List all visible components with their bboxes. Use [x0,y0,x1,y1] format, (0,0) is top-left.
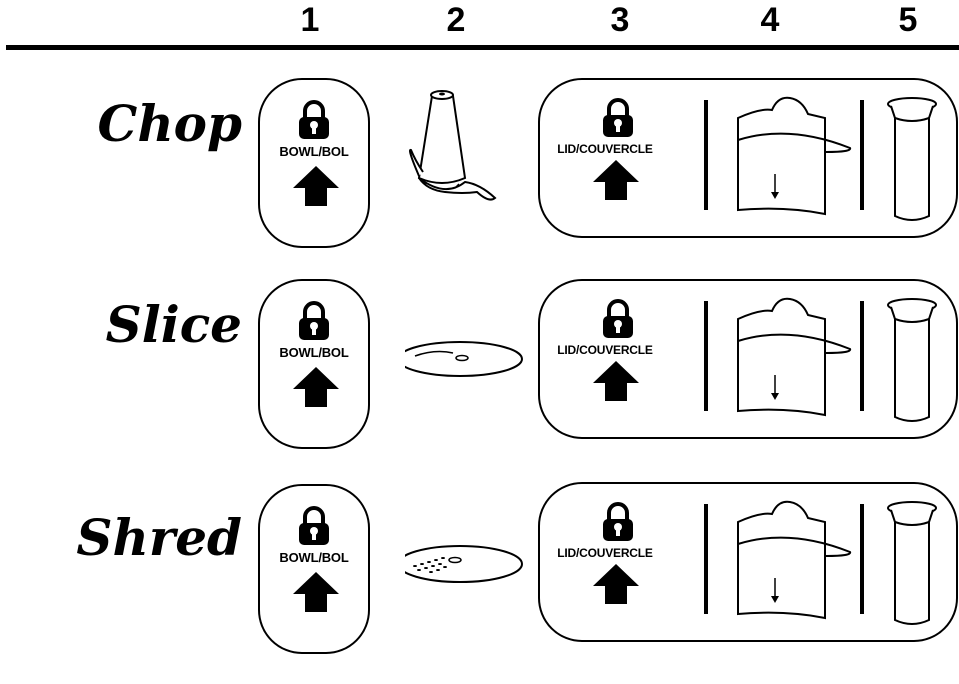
up-arrow-icon [593,564,639,604]
row-label: Chop [97,94,242,153]
lid-label: LID/COUVERCLE [557,343,653,357]
divider [860,504,864,614]
lid-label: LID/COUVERCLE [557,142,653,156]
feed-tube-guide-icon [737,96,852,216]
row-label: Slice [105,295,242,354]
step-number-1: 1 [300,1,320,39]
up-arrow-icon [593,160,639,200]
lock-icon [299,506,329,545]
shredding-disc-icon [405,545,523,583]
lock-icon [603,299,633,338]
bowl-lock-tag: BOWL/BOL [258,78,370,248]
step-number-2: 2 [446,1,466,39]
up-arrow-icon [593,361,639,401]
lid-panel: LID/COUVERCLE [538,279,958,439]
up-arrow-icon [293,572,339,612]
lid-label: LID/COUVERCLE [557,546,653,560]
up-arrow-icon [293,367,339,407]
chopping-blade-icon [409,90,497,201]
header-rule [6,45,959,50]
bowl-label: BOWL/BOL [279,144,349,159]
divider [704,504,708,614]
slicing-disc-icon [405,341,523,377]
lock-icon [603,502,633,541]
lid-panel: LID/COUVERCLE [538,78,958,238]
feed-tube-guide-icon [737,297,852,417]
divider [860,100,864,210]
step-number-5: 5 [898,1,918,39]
bowl-lock-tag: BOWL/BOL [258,484,370,654]
row-shred: Shred BOWL/BOL [0,482,959,657]
lock-icon [299,301,329,340]
lid-panel: LID/COUVERCLE [538,482,958,642]
row-label: Shred [76,508,242,567]
bowl-label: BOWL/BOL [279,345,349,360]
food-pusher-icon [887,298,937,422]
food-pusher-icon [887,501,937,625]
divider [704,301,708,411]
food-pusher-icon [887,97,937,221]
bowl-label: BOWL/BOL [279,550,349,565]
lock-icon [603,98,633,137]
lock-icon [299,100,329,139]
up-arrow-icon [293,166,339,206]
divider [704,100,708,210]
feed-tube-guide-icon [737,500,852,620]
row-slice: Slice BOWL/BOL LID/COUVERCLE [0,279,959,454]
row-chop: Chop BOWL/BOL LID/COUVERCLE [0,78,959,253]
step-number-3: 3 [610,1,630,39]
step-number-4: 4 [760,1,780,39]
bowl-lock-tag: BOWL/BOL [258,279,370,449]
divider [860,301,864,411]
